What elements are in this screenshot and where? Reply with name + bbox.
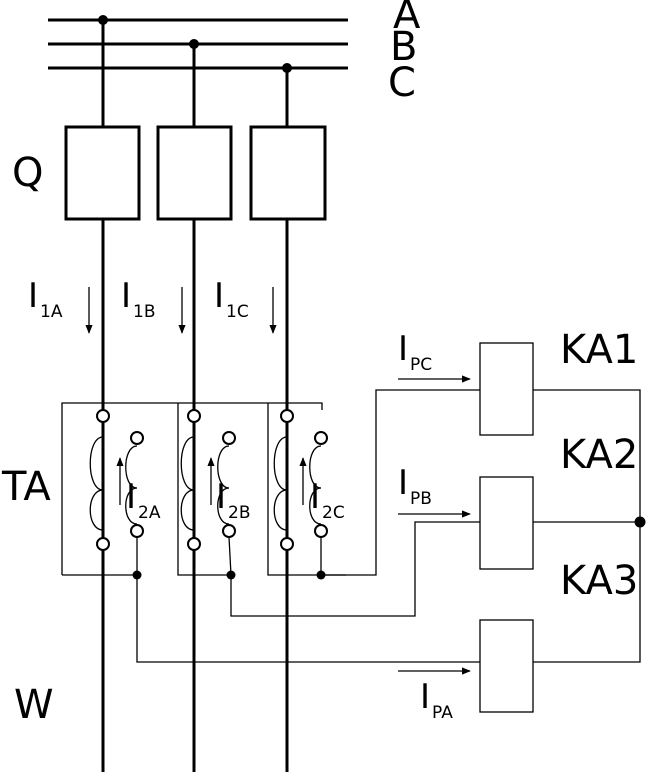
relay-ka1	[479, 342, 534, 436]
ct-terminal-b-s1	[222, 431, 236, 445]
ct-primary-loop-b	[180, 436, 195, 531]
ct-terminal-a-s2	[130, 524, 144, 538]
breaker-pole-c	[249, 125, 327, 221]
wire-b-return	[177, 403, 231, 576]
ct-terminal-c-p2	[280, 537, 294, 551]
ct-terminal-c-p1	[280, 409, 294, 423]
wire-relay-common	[533, 389, 641, 663]
ct-primary-loop-c	[273, 436, 288, 531]
phase-label-a: A	[393, 0, 421, 38]
tap-dot-a	[98, 15, 108, 25]
relays	[479, 342, 534, 713]
phase-label-b: B	[390, 24, 417, 70]
ct-terminal-c-s2	[314, 524, 328, 538]
line-label: W	[14, 682, 54, 728]
relay-ka3	[479, 619, 534, 713]
current-transformer-b	[180, 409, 236, 551]
ct-primary-loop-a	[89, 436, 104, 531]
ct-secondary-loop-c	[309, 445, 322, 525]
relay-ka2	[479, 476, 534, 570]
ct-secondary-loop-a	[125, 445, 138, 525]
breaker-pole-b	[156, 125, 233, 221]
junction-dot-common	[634, 516, 646, 528]
tap-dot-c	[282, 63, 292, 73]
relay-label-ka1: KA1	[560, 327, 638, 373]
breaker-q	[64, 125, 327, 221]
secondary-wiring	[62, 389, 641, 663]
ct-terminal-a-p1	[96, 409, 110, 423]
tap-dot-b	[189, 39, 199, 49]
breaker-pole-a	[64, 125, 141, 221]
ct-terminal-b-s2	[222, 524, 236, 538]
ct-terminal-b-p1	[187, 409, 201, 423]
ct-secondary-loop-b	[217, 445, 230, 525]
ct-terminal-c-s1	[314, 431, 328, 445]
wire-to-ka2	[230, 521, 480, 617]
ct-terminal-b-p2	[187, 537, 201, 551]
junction-dot-b	[226, 570, 236, 580]
ct-terminal-a-s1	[130, 431, 144, 445]
ct-terminal-a-p2	[96, 537, 110, 551]
ct-label: TA	[1, 464, 51, 510]
junction-dot-c	[316, 570, 326, 580]
current-transformer-a	[89, 409, 144, 551]
relay-label-ka3: KA3	[560, 558, 638, 604]
wire-c-return	[267, 403, 346, 576]
phase-label-c: C	[388, 60, 416, 106]
relay-label-ka2: KA2	[560, 432, 638, 478]
wire-to-ka3	[136, 575, 480, 663]
junction-dot-a	[132, 570, 142, 580]
breaker-label: Q	[12, 150, 43, 196]
ct-enclosure	[61, 402, 323, 575]
wire-to-ka1	[321, 389, 480, 576]
wire-ct-b-down	[228, 536, 232, 576]
